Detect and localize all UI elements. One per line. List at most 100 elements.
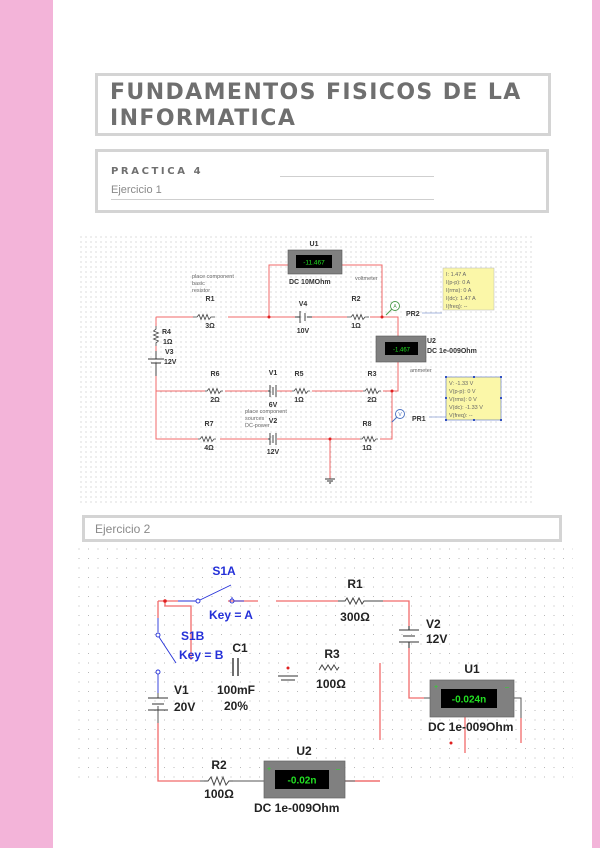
note-line: resistor: [192, 288, 210, 294]
resistor-r2: R2 100Ω: [204, 758, 234, 801]
battery-v2: V2 12V: [399, 617, 447, 648]
r2-value: 1Ω: [351, 323, 361, 330]
capacitor-c1-icon: [232, 658, 239, 676]
ground-icon: [325, 478, 335, 484]
pr1-line: V(freq): --: [449, 413, 473, 419]
voltmeter-note: voltmeter: [355, 276, 378, 282]
u2-reading: -0.02n: [288, 776, 317, 787]
r2-name: R2: [211, 758, 227, 772]
r8-name: R8: [363, 421, 372, 428]
right-side-band: [592, 0, 600, 848]
v1-value: 6V: [269, 402, 278, 409]
pr2-line: I(rms): 0 A: [446, 288, 472, 294]
voltmeter-u1: -11.467 U1 DC 10MOhm voltmeter: [287, 241, 378, 286]
note-line: basic: [192, 281, 205, 287]
practice-label: PRACTICA 4: [111, 166, 204, 177]
c1-tolerance: 20%: [224, 699, 248, 713]
battery-symbols: [148, 311, 312, 445]
resistor-r1-icon: [338, 596, 383, 606]
r3-value: 2Ω: [367, 397, 377, 404]
minus-terminal-icon: –: [336, 766, 340, 773]
note-line: DC-power: [245, 423, 270, 429]
battery-v1: V1 20V: [148, 683, 195, 714]
resistor-r7-icon: [198, 435, 216, 443]
r5-value: 1Ω: [294, 397, 304, 404]
probe-voltmeter-icon: V: [398, 412, 402, 418]
probe-ammeter-icon: A: [393, 304, 397, 310]
battery-v2-icon: [399, 626, 419, 648]
r5-name: R5: [295, 371, 304, 378]
voltage-probe-pr1[interactable]: V PR1 V: -1.33 V V(p-p): 0 V V(rms): 0 V…: [391, 376, 502, 423]
resistor-r5-icon: [292, 387, 310, 395]
c1-name: C1: [232, 641, 248, 655]
plus-terminal-icon: +: [434, 684, 438, 691]
resistor-r3-icon: [318, 664, 340, 671]
capacitor-c1: C1 100mF 20%: [217, 641, 255, 713]
voltmeter-u1-reading: -11.467: [303, 260, 325, 267]
page-title: FUNDAMENTOS FISICOS DE LA INFORMATICA: [110, 80, 522, 132]
minus-terminal-icon: –: [505, 684, 509, 691]
v2-name: V2: [426, 617, 441, 631]
left-side-band: [0, 0, 53, 848]
r6-value: 2Ω: [210, 397, 220, 404]
pr1-line: V(rms): 0 V: [449, 397, 477, 403]
note-power: place component sources DC-power: [245, 409, 287, 429]
note-resistor: place component basic resistor: [192, 274, 234, 294]
v1-name: V1: [174, 683, 189, 697]
ammeter-note: ammeter: [410, 368, 432, 374]
ammeter-u2-name: U2: [427, 338, 436, 345]
v1-name: V1: [269, 370, 278, 377]
note-line: sources: [245, 416, 265, 422]
exercise-2-box: Ejercicio 2: [82, 515, 562, 542]
r1-value: 300Ω: [340, 610, 370, 624]
battery-v1-icon: [148, 697, 168, 711]
junction-dots: [267, 315, 394, 441]
circuit-1-schematic: -11.467 U1 DC 10MOhm voltmeter -1.467 U2…: [80, 236, 535, 506]
resistor-r3: R3 100Ω: [316, 647, 346, 691]
underline-short: [280, 176, 434, 177]
v3-value: 12V: [164, 359, 177, 366]
resistor-r8-icon: [360, 435, 378, 443]
ammeter-u2: -0.02n + – U2 DC 1e-009Ohm: [254, 744, 380, 815]
r4-value: 1Ω: [163, 339, 173, 346]
resistor-r4-icon: [152, 326, 160, 346]
resistor-r1-icon: [193, 313, 215, 321]
resistor-r2-icon: [204, 775, 233, 787]
r2-name: R2: [352, 296, 361, 303]
s1a-name: S1A: [212, 564, 236, 578]
ammeter-u2: -1.467 U2 DC 1e-009Ohm ammeter: [375, 335, 477, 374]
title-line-2: INFORMATICA: [110, 106, 297, 131]
r3-name: R3: [368, 371, 377, 378]
r1-name: R1: [206, 296, 215, 303]
pr1-line: V: -1.33 V: [449, 381, 474, 387]
junction-dots: [163, 599, 453, 745]
current-probe-pr2[interactable]: A PR2 I: 1.47 A I(p-p): 0 A I(rms): 0 A …: [385, 267, 495, 318]
pr1-line: V(p-p): 0 V: [449, 389, 476, 395]
pr1-name: PR1: [412, 416, 426, 423]
r4-name: R4: [162, 329, 171, 336]
voltmeter-u1-mode: DC 10MOhm: [289, 279, 331, 286]
grid-background: [78, 548, 573, 778]
u2-mode: DC 1e-009Ohm: [254, 801, 339, 815]
pr1-line: V(dc): -1.33 V: [449, 405, 483, 411]
v4-name: V4: [299, 301, 308, 308]
battery-v3-icon: [148, 351, 164, 376]
v2-value: 12V: [426, 632, 447, 646]
circuit-2-schematic: S1A Key = A S1B Key = B R1 300Ω V2 12V C…: [78, 548, 573, 815]
switch-s1b[interactable]: S1B Key = B: [155, 618, 224, 693]
pr2-line: I(freq): --: [446, 304, 468, 310]
c1-value: 100mF: [217, 683, 255, 697]
u1-reading: -0.024n: [452, 695, 486, 706]
switch-s1a[interactable]: S1A Key = A: [178, 564, 253, 622]
u1-mode: DC 1e-009Ohm: [428, 720, 513, 734]
battery-v4-icon: [295, 311, 312, 323]
note-line: place component: [245, 409, 287, 415]
pr2-line: I(dc): 1.47 A: [446, 296, 476, 302]
pr2-line: I: 1.47 A: [446, 272, 467, 278]
exercise-1-label: Ejercicio 1: [111, 184, 162, 196]
battery-v1-icon: [268, 385, 277, 397]
r6-name: R6: [211, 371, 220, 378]
s1b-name: S1B: [181, 629, 205, 643]
plus-terminal-icon: +: [267, 766, 271, 773]
component-labels: R1 3Ω V4 10V R2 1Ω R4 1Ω V3 12V R6 2Ω V1…: [162, 296, 377, 456]
